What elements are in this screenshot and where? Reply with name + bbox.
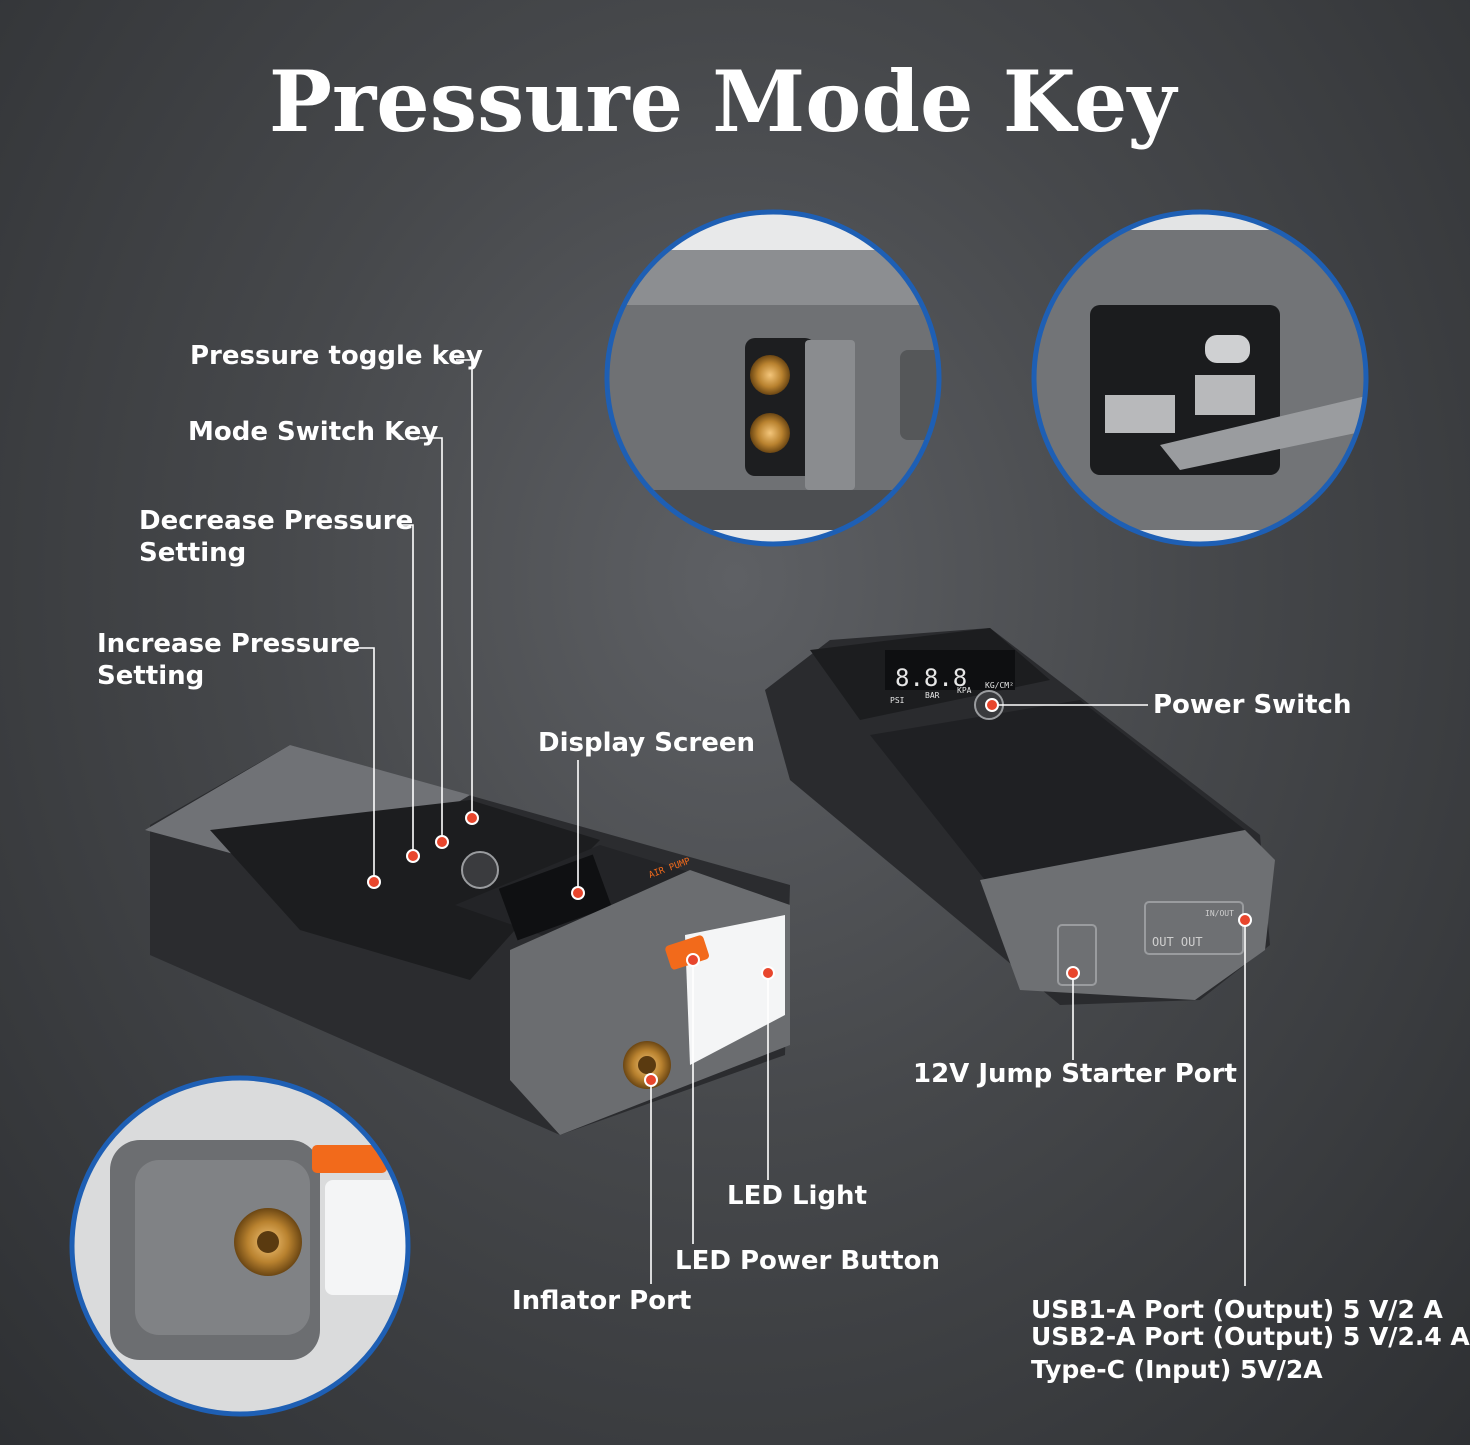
label-power-switch: Power Switch	[1153, 690, 1352, 720]
device-printed-text: 8.8.8 PSI BAR KPA KG/CM² AIR PUMP OUT OU…	[648, 664, 1234, 949]
zoom-circle-jump-port	[604, 209, 942, 547]
zoom-circle-inflator-port	[69, 1075, 411, 1417]
marker-display	[571, 886, 585, 900]
callout-markers	[367, 698, 1252, 1087]
marker-power-switch	[985, 698, 999, 712]
unit-kgcm: KG/CM²	[985, 681, 1014, 690]
label-jump-starter-port: 12V Jump Starter Port	[913, 1059, 1237, 1089]
page-title: Pressure Mode Key	[268, 52, 1177, 151]
marker-mode-switch	[435, 835, 449, 849]
unit-psi: PSI	[890, 696, 905, 705]
label-increase-pressure-1: Increase Pressure	[97, 629, 361, 659]
marker-led-button	[686, 953, 700, 967]
right-device	[765, 628, 1275, 1005]
label-increase-pressure-2: Setting	[97, 661, 205, 691]
marker-jump-port	[1066, 966, 1080, 980]
zoom-circle-usb-ports	[1031, 209, 1369, 547]
marker-inflator	[644, 1073, 658, 1087]
label-decrease-pressure-2: Setting	[139, 538, 247, 568]
label-display-screen: Display Screen	[538, 728, 755, 758]
label-usb1: USB1-A Port (Output) 5 V/2 A	[1031, 1295, 1443, 1324]
display-digits: 8.8.8	[895, 664, 967, 692]
label-inflator-port: Inflator Port	[512, 1286, 692, 1316]
leader-lines	[358, 359, 1246, 1286]
out-out-text: OUT OUT	[1152, 935, 1203, 949]
label-typec: Type-C (Input) 5V/2A	[1031, 1355, 1323, 1384]
marker-pressure-toggle	[465, 811, 479, 825]
label-decrease-pressure-1: Decrease Pressure	[139, 506, 414, 536]
label-pressure-toggle-key: Pressure toggle key	[190, 341, 483, 371]
label-led-power-button: LED Power Button	[675, 1246, 940, 1276]
label-usb2: USB2-A Port (Output) 5 V/2.4 A	[1031, 1322, 1470, 1351]
unit-kpa: KPA	[957, 686, 972, 695]
marker-usb	[1238, 913, 1252, 927]
left-device	[145, 745, 790, 1135]
unit-bar: BAR	[925, 691, 940, 700]
label-mode-switch-key: Mode Switch Key	[188, 417, 439, 447]
marker-decrease	[406, 849, 420, 863]
marker-led-light	[761, 966, 775, 980]
marker-increase	[367, 875, 381, 889]
in-out-text: IN/OUT	[1205, 909, 1234, 918]
label-led-light: LED Light	[727, 1181, 867, 1211]
